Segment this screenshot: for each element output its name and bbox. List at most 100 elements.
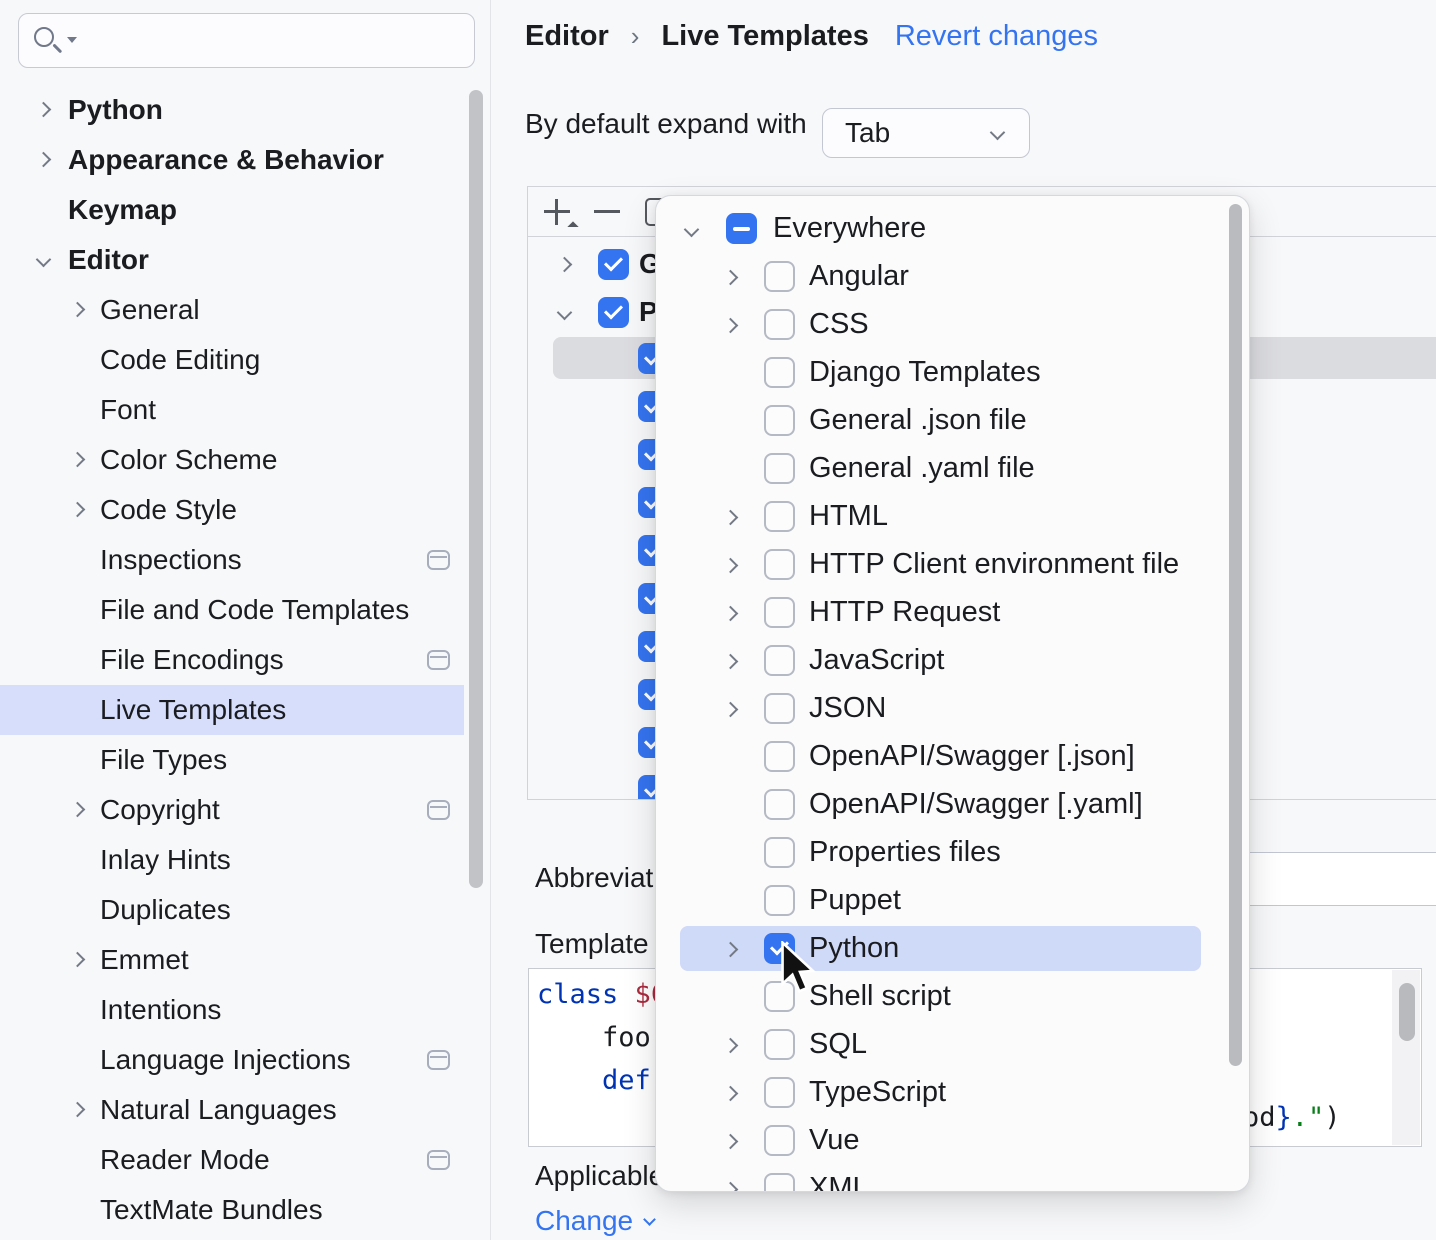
context-item-properties-files[interactable]: Properties files <box>656 829 1249 877</box>
sidebar-item-editor[interactable]: Editor <box>0 235 464 285</box>
context-checkbox-unchecked[interactable] <box>764 981 795 1012</box>
add-template-button[interactable] <box>544 199 579 233</box>
sidebar-item-code-editing[interactable]: Code Editing <box>0 335 464 385</box>
chevron-right-icon[interactable] <box>69 1101 86 1118</box>
sidebar-item-general[interactable]: General <box>0 285 464 335</box>
chevron-right-icon[interactable] <box>35 151 52 168</box>
template-checkbox[interactable] <box>598 248 629 280</box>
context-checkbox-indeterminate[interactable] <box>726 213 757 244</box>
chevron-right-icon[interactable] <box>69 451 86 468</box>
sidebar-item-keymap[interactable]: Keymap <box>0 185 464 235</box>
chevron-right-icon[interactable] <box>69 801 86 818</box>
revert-changes-link[interactable]: Revert changes <box>894 20 1098 52</box>
context-item-angular[interactable]: Angular <box>656 253 1249 301</box>
context-checkbox-unchecked[interactable] <box>764 1077 795 1108</box>
context-item-xml[interactable]: XML <box>656 1165 1249 1191</box>
search-options-caret-icon[interactable] <box>67 37 77 43</box>
sidebar-item-file-encodings[interactable]: File Encodings <box>0 635 464 685</box>
context-item-everywhere[interactable]: Everywhere <box>656 205 1249 253</box>
chevron-right-icon[interactable] <box>556 256 573 272</box>
context-item-puppet[interactable]: Puppet <box>656 877 1249 925</box>
context-checkbox-unchecked[interactable] <box>764 261 795 292</box>
context-checkbox-unchecked[interactable] <box>764 405 795 436</box>
context-item-http-client-environment-file[interactable]: HTTP Client environment file <box>656 541 1249 589</box>
chevron-down-icon[interactable] <box>556 304 573 320</box>
sidebar-item-language-injections[interactable]: Language Injections <box>0 1035 464 1085</box>
context-checkbox-unchecked[interactable] <box>764 1173 795 1191</box>
context-item-sql[interactable]: SQL <box>656 1021 1249 1069</box>
chevron-right-icon[interactable] <box>35 101 52 118</box>
sidebar-item-duplicates[interactable]: Duplicates <box>0 885 464 935</box>
context-item-shell-script[interactable]: Shell script <box>656 973 1249 1021</box>
context-checkbox-unchecked[interactable] <box>764 1029 795 1060</box>
sidebar-item-code-style[interactable]: Code Style <box>0 485 464 535</box>
remove-template-button[interactable] <box>594 210 620 213</box>
context-item-python[interactable]: Python <box>656 925 1249 973</box>
context-checkbox-unchecked[interactable] <box>764 741 795 772</box>
chevron-right-icon[interactable] <box>722 1133 739 1150</box>
context-item-html[interactable]: HTML <box>656 493 1249 541</box>
chevron-right-icon[interactable] <box>722 701 739 718</box>
sidebar-item-copyright[interactable]: Copyright <box>0 785 464 835</box>
sidebar-item-appearance-behavior[interactable]: Appearance & Behavior <box>0 135 464 185</box>
chevron-right-icon[interactable] <box>722 1181 739 1191</box>
sidebar-item-font[interactable]: Font <box>0 385 464 435</box>
context-checkbox-unchecked[interactable] <box>764 501 795 532</box>
context-item-javascript[interactable]: JavaScript <box>656 637 1249 685</box>
chevron-right-icon[interactable] <box>722 557 739 574</box>
editor-scrollbar[interactable] <box>1399 983 1415 1041</box>
sidebar-item-emmet[interactable]: Emmet <box>0 935 464 985</box>
template-checkbox[interactable] <box>598 296 629 328</box>
context-checkbox-unchecked[interactable] <box>764 357 795 388</box>
context-item-http-request[interactable]: HTTP Request <box>656 589 1249 637</box>
context-item-css[interactable]: CSS <box>656 301 1249 349</box>
sidebar-item-textmate-bundles[interactable]: TextMate Bundles <box>0 1185 464 1235</box>
context-item-django-templates[interactable]: Django Templates <box>656 349 1249 397</box>
sidebar-item-file-types[interactable]: File Types <box>0 735 464 785</box>
context-checkbox-unchecked[interactable] <box>764 309 795 340</box>
context-item-general-yaml-file[interactable]: General .yaml file <box>656 445 1249 493</box>
change-context-link[interactable]: Change <box>535 1205 656 1237</box>
chevron-right-icon[interactable] <box>69 501 86 518</box>
chevron-down-icon[interactable] <box>35 251 52 268</box>
sidebar-scrollbar[interactable] <box>469 90 483 888</box>
sidebar-item-natural-languages[interactable]: Natural Languages <box>0 1085 464 1135</box>
context-item-vue[interactable]: Vue <box>656 1117 1249 1165</box>
chevron-right-icon[interactable] <box>722 1037 739 1054</box>
sidebar-item-python[interactable]: Python <box>0 85 464 135</box>
chevron-right-icon[interactable] <box>722 605 739 622</box>
search-input[interactable] <box>18 13 475 68</box>
chevron-right-icon[interactable] <box>69 301 86 318</box>
chevron-right-icon[interactable] <box>722 1085 739 1102</box>
popup-scrollbar[interactable] <box>1229 204 1242 1066</box>
context-item-openapi-swagger-json-[interactable]: OpenAPI/Swagger [.json] <box>656 733 1249 781</box>
sidebar-item-reader-mode[interactable]: Reader Mode <box>0 1135 464 1185</box>
context-checkbox-unchecked[interactable] <box>764 789 795 820</box>
context-checkbox-unchecked[interactable] <box>764 1125 795 1156</box>
context-checkbox-unchecked[interactable] <box>764 645 795 676</box>
template-group-row[interactable]: G <box>556 248 661 280</box>
chevron-right-icon[interactable] <box>722 509 739 526</box>
sidebar-item-live-templates[interactable]: Live Templates <box>0 685 464 735</box>
sidebar-item-inlay-hints[interactable]: Inlay Hints <box>0 835 464 885</box>
context-checkbox-unchecked[interactable] <box>764 837 795 868</box>
sidebar-item-color-scheme[interactable]: Color Scheme <box>0 435 464 485</box>
context-item-typescript[interactable]: TypeScript <box>656 1069 1249 1117</box>
breadcrumb-editor[interactable]: Editor <box>525 20 609 52</box>
context-item-general-json-file[interactable]: General .json file <box>656 397 1249 445</box>
chevron-right-icon[interactable] <box>722 269 739 286</box>
context-checkbox-unchecked[interactable] <box>764 453 795 484</box>
chevron-right-icon[interactable] <box>69 951 86 968</box>
expand-with-select[interactable]: Tab <box>822 108 1030 158</box>
sidebar-item-intentions[interactable]: Intentions <box>0 985 464 1035</box>
context-item-openapi-swagger-yaml-[interactable]: OpenAPI/Swagger [.yaml] <box>656 781 1249 829</box>
chevron-right-icon[interactable] <box>722 317 739 334</box>
sidebar-item-file-and-code-templates[interactable]: File and Code Templates <box>0 585 464 635</box>
chevron-right-icon[interactable] <box>722 653 739 670</box>
template-group-row[interactable]: P <box>556 296 658 328</box>
sidebar-item-inspections[interactable]: Inspections <box>0 535 464 585</box>
context-item-json[interactable]: JSON <box>656 685 1249 733</box>
context-checkbox-unchecked[interactable] <box>764 885 795 916</box>
context-checkbox-unchecked[interactable] <box>764 549 795 580</box>
context-checkbox-unchecked[interactable] <box>764 693 795 724</box>
